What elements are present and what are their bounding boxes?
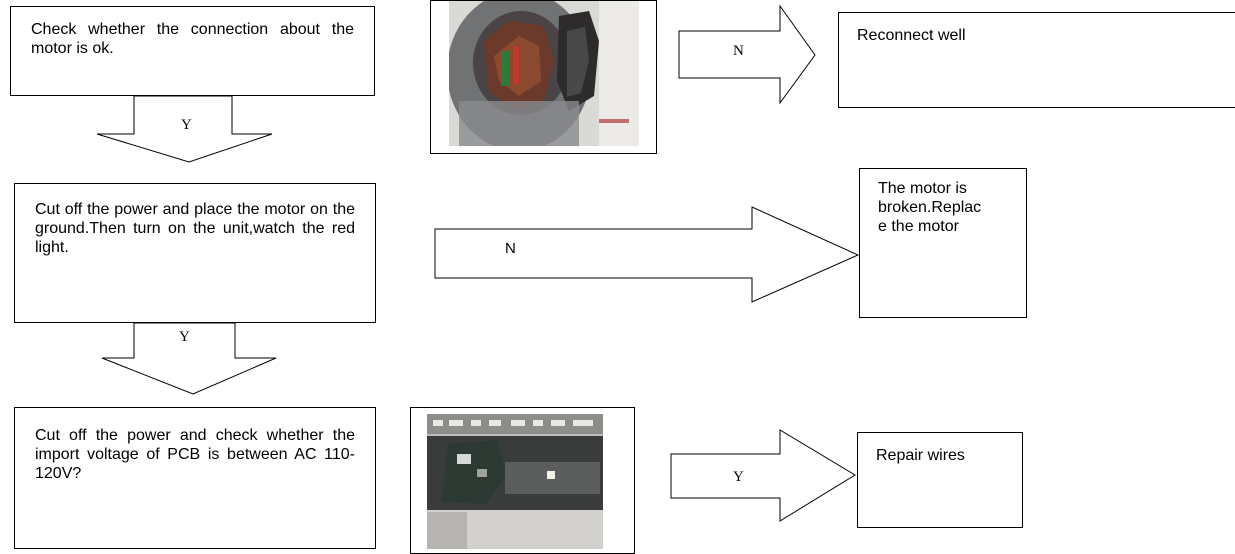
pcb-board-photo <box>427 414 603 549</box>
step-check-connection-text: Check whether the connection about the m… <box>31 21 354 57</box>
outcome-reconnect: Reconnect well <box>838 12 1235 108</box>
outcome-replace-motor: The motor is broken.Replac e the motor <box>859 168 1027 318</box>
step-check-voltage-text: Cut off the power and check whether the … <box>35 427 355 482</box>
arrow-right-1-label: N <box>733 43 744 59</box>
motor-photo-frame <box>430 0 657 154</box>
arrow-down-2-label: Y <box>179 329 190 345</box>
outcome-reconnect-text: Reconnect well <box>857 27 966 44</box>
outcome-repair-wires: Repair wires <box>857 432 1023 528</box>
outcome-replace-motor-text: The motor is broken.Replac e the motor <box>878 180 982 235</box>
arrow-right-2-label: N <box>505 240 516 257</box>
step-cut-power-place: Cut off the power and place the motor on… <box>14 183 376 323</box>
arrow-down-1-label: Y <box>181 117 192 133</box>
step-cut-power-place-text: Cut off the power and place the motor on… <box>35 201 355 256</box>
pcb-photo-frame <box>410 407 635 554</box>
arrow-right-3-label: Y <box>733 469 744 485</box>
outcome-repair-wires-text: Repair wires <box>876 447 965 464</box>
step-check-connection: Check whether the connection about the m… <box>10 6 375 96</box>
motor-photo <box>449 1 639 146</box>
step-check-voltage: Cut off the power and check whether the … <box>14 407 376 549</box>
